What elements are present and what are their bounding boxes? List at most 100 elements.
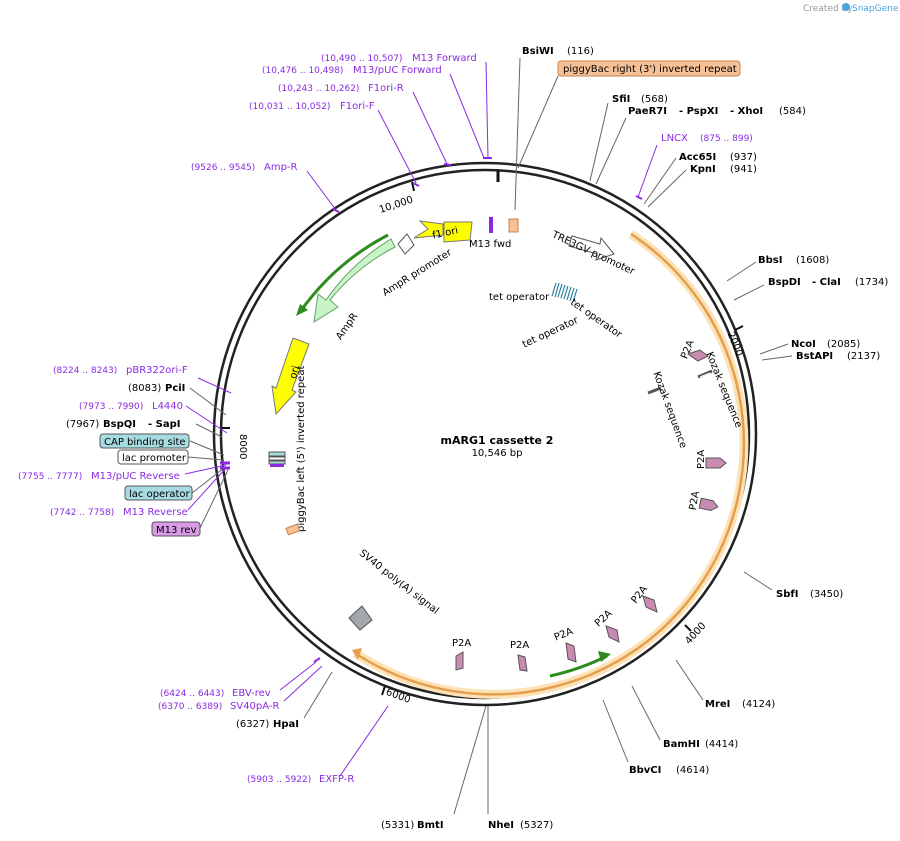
leader-laco (191, 467, 225, 494)
leader-acc65i (643, 157, 677, 205)
p2a-marker-2[interactable] (705, 457, 727, 469)
p2a-marker-1[interactable] (686, 349, 709, 362)
site-kpni-pos: (941) (730, 164, 757, 175)
label-p2a-6: P2A (553, 626, 575, 643)
site-pcii-name[interactable]: PciI (165, 383, 185, 394)
site-xhoi-name[interactable]: - XhoI (730, 106, 763, 117)
primer-m13puc-range: (10,476 .. 10,498) (262, 66, 343, 76)
tick-2000 (734, 325, 744, 331)
site-bamhi-pos: (4414) (705, 739, 738, 750)
primer-m13rev-name[interactable]: M13 Reverse (123, 507, 188, 518)
site-mrei-name[interactable]: MreI (705, 699, 730, 710)
primer-exfpr-name[interactable]: EXFP-R (319, 774, 354, 785)
site-bsiwi-name[interactable]: BsiWI (522, 46, 554, 57)
primer-f1orir-range: (10,243 .. 10,262) (278, 84, 359, 94)
site-kpni-name[interactable]: KpnI (690, 164, 716, 175)
p2a-marker-5[interactable] (605, 625, 620, 643)
m13-fwd-marker[interactable] (489, 217, 493, 233)
site-bspqi-name[interactable]: BspQI (103, 419, 136, 430)
leader-m13rev (187, 467, 227, 511)
site-bspdi-name[interactable]: BspDI (768, 277, 801, 288)
tet-operator-block[interactable] (551, 282, 578, 303)
green-arc-upper[interactable] (298, 233, 389, 313)
site-mrei-pos: (4124) (742, 699, 775, 710)
ampr-promoter-arrow[interactable] (397, 233, 415, 255)
credit-created-by: Created by (803, 4, 853, 14)
site-bbvci-name[interactable]: BbvCI (629, 765, 661, 776)
site-bbsi-name[interactable]: BbsI (758, 255, 782, 266)
box-pb-right[interactable] (557, 60, 741, 77)
tick-10000 (411, 181, 415, 192)
laco-marker[interactable] (268, 460, 286, 465)
site-bamhi-name[interactable]: BamHI (663, 739, 700, 750)
site-sapi-name[interactable]: - SapI (148, 419, 180, 430)
tre3gv-arrow[interactable] (568, 235, 615, 261)
f1-ori-body[interactable] (443, 221, 473, 243)
orf-arc[interactable] (354, 232, 746, 696)
tick-label-6000: 6000 (384, 687, 412, 706)
site-bmti-name[interactable]: BmtI (417, 820, 444, 831)
primer-lncx-name[interactable]: LNCX (661, 133, 688, 144)
sv40-marker[interactable] (348, 605, 373, 631)
site-bspqi-pos: (7967) (66, 419, 99, 430)
site-bsiwi-pos: (116) (567, 46, 594, 57)
kozak-1-marker[interactable] (697, 369, 713, 379)
tick-4000 (684, 624, 692, 632)
primer-f1orir-name[interactable]: F1ori-R (368, 83, 404, 94)
primer-ampr-name[interactable]: Amp-R (264, 162, 298, 173)
f1-ori-arrow[interactable] (413, 220, 444, 239)
leader-exfpr (339, 705, 389, 777)
leader-hpai (303, 671, 333, 719)
box-m13rev[interactable] (151, 521, 201, 537)
ori-arrow[interactable] (271, 337, 310, 416)
kozak-2-marker[interactable] (647, 386, 662, 395)
site-acc65i-name[interactable]: Acc65I (679, 152, 716, 163)
primer-m13puc-name[interactable]: M13/pUC Forward (353, 65, 442, 76)
label-p2a-5: P2A (593, 608, 615, 629)
p2a-marker-3[interactable] (698, 497, 719, 512)
p2a-marker-6[interactable] (565, 642, 577, 663)
pb-left-marker[interactable] (285, 523, 301, 536)
leader-m13pucrev (184, 464, 227, 475)
primer-f1orif-range: (10,031 .. 10,052) (249, 102, 330, 112)
leader-bamhi (631, 685, 661, 741)
tick-label-4000: 4000 (683, 621, 708, 647)
snapgene-logo-icon (842, 3, 850, 11)
primer-ebvrev-name[interactable]: EBV-rev (232, 688, 271, 699)
site-sbfi-name[interactable]: SbfI (776, 589, 798, 600)
p2a-marker-4[interactable] (642, 595, 658, 613)
site-sfii-name[interactable]: SfiI (612, 94, 630, 105)
p2a-marker-8[interactable] (455, 651, 464, 671)
primer-f1orif-name[interactable]: F1ori-F (340, 101, 375, 112)
primer-f1orir-mark (443, 163, 452, 166)
site-clai-name[interactable]: - ClaI (812, 277, 841, 288)
primer-f1orif-mark (412, 182, 420, 187)
label-ampr-promoter: AmpR promoter (381, 247, 455, 299)
box-lacp[interactable] (117, 449, 189, 465)
leader-bspqi (195, 423, 223, 438)
leader-lncx (637, 144, 658, 198)
site-pspxi-name[interactable]: - PspXI (679, 106, 718, 117)
site-bstapi-name[interactable]: BstAPI (796, 351, 833, 362)
label-f1-ori: f1 ori (431, 225, 459, 241)
site-paer7i-name[interactable]: PaeR7I (628, 106, 667, 117)
primer-m13fwd-name[interactable]: M13 Forward (412, 53, 477, 64)
cap-marker[interactable] (268, 451, 286, 457)
m13rev-marker[interactable] (270, 464, 284, 467)
label-p2a-7: P2A (510, 640, 529, 651)
primer-m13pucrev-name[interactable]: M13/pUC Reverse (91, 471, 180, 482)
p2a-marker-7[interactable] (517, 654, 528, 672)
lacp-marker[interactable] (268, 456, 286, 461)
primer-pbr322-name[interactable]: pBR322ori-F (126, 365, 188, 376)
box-cap[interactable] (99, 433, 190, 449)
primer-l4440-name[interactable]: L4440 (152, 401, 183, 412)
primer-sv40par-name[interactable]: SV40pA-R (230, 701, 279, 712)
site-hpai-name[interactable]: HpaI (273, 719, 299, 730)
site-nhei-name[interactable]: NheI (488, 820, 514, 831)
ampr-arrow[interactable] (313, 238, 396, 323)
box-laco[interactable] (124, 485, 193, 501)
site-ncoi-name[interactable]: NcoI (791, 339, 816, 350)
primer-ebvrev-range: (6424 .. 6443) (160, 689, 224, 699)
pb-right-marker[interactable] (508, 218, 519, 233)
primer-lncx-mark (635, 195, 643, 200)
